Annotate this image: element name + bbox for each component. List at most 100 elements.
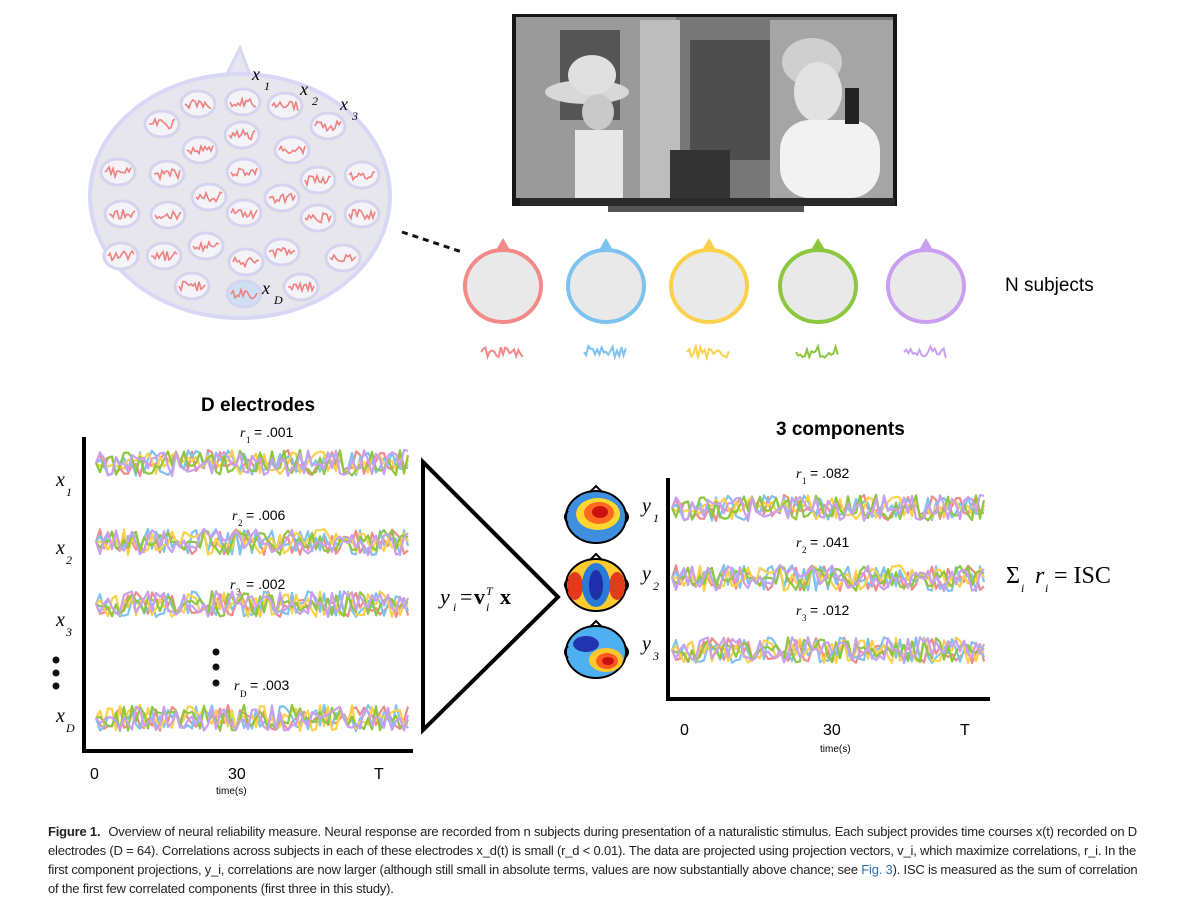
right-component-traces: [670, 493, 986, 664]
right-axis-ticks: 0 30 T time(s): [680, 722, 970, 755]
subject-head: [778, 238, 858, 361]
svg-text:= ISC: = ISC: [1054, 563, 1111, 589]
svg-text:T: T: [486, 584, 494, 598]
svg-text:r: r: [240, 426, 246, 441]
caption-figure-link[interactable]: Fig. 3: [861, 862, 893, 877]
electrode: [324, 243, 362, 273]
svg-text:= .001: = .001: [254, 424, 294, 440]
electrode: [102, 241, 140, 271]
caption-text: Overview of neural reliability measure. …: [48, 824, 1137, 877]
trace-row: [670, 493, 986, 523]
subject-trace: [95, 527, 410, 557]
caption-text-end: ). ISC is measured as the sum of correla…: [48, 862, 1138, 896]
svg-text:= .082: = .082: [810, 465, 850, 481]
subject-head: [886, 238, 966, 359]
svg-text:D: D: [65, 721, 75, 735]
electrode-label-xD: xD: [55, 705, 75, 735]
subject-trace: [94, 527, 409, 556]
subject-trace: [670, 494, 985, 522]
subject-trace: [671, 565, 985, 592]
svg-text:3: 3: [802, 613, 807, 623]
svg-text:x: x: [261, 278, 270, 298]
electrode: [179, 89, 217, 119]
subject-head: [566, 238, 646, 361]
electrode-label-x2: x2: [55, 537, 72, 567]
subject-signal: [903, 343, 947, 359]
electrode: [343, 199, 381, 229]
n-subjects-label: N subjects: [1005, 275, 1094, 296]
ellipsis-dots: [52, 648, 220, 690]
subject-trace: [95, 590, 409, 618]
electrode: [263, 237, 301, 267]
left-axis-ticks: 0 30 T time(s): [90, 766, 384, 797]
subject-signal: [795, 342, 839, 361]
electrode: [266, 91, 304, 121]
trace-row: [94, 703, 410, 733]
svg-text:1: 1: [653, 511, 659, 525]
electrode: [225, 198, 263, 228]
trace-row: [670, 563, 986, 593]
svg-text:y: y: [640, 563, 651, 585]
d-electrodes-title: D electrodes: [201, 395, 315, 416]
svg-text:y: y: [640, 495, 651, 517]
svg-text:y: y: [640, 633, 651, 655]
component-label-y2: y2: [640, 563, 659, 593]
right-time-label: time(s): [820, 744, 851, 755]
subject-trace: [95, 704, 410, 732]
subject-trace: [670, 494, 985, 523]
electrode: [181, 135, 219, 165]
svg-text:2: 2: [238, 518, 243, 528]
svg-text:Σ: Σ: [1006, 563, 1020, 589]
electrode: [343, 160, 381, 190]
svg-text:1: 1: [264, 79, 270, 93]
component-row-labels: y1 y2 y3: [640, 495, 659, 663]
svg-text:D: D: [240, 689, 247, 699]
svg-text:i: i: [453, 600, 456, 614]
svg-text:3: 3: [236, 587, 241, 597]
electrode: [103, 199, 141, 229]
head-label-x3: x3: [339, 94, 358, 123]
svg-text:2: 2: [312, 94, 318, 108]
left-electrode-traces: [94, 448, 410, 733]
svg-text:i: i: [1045, 581, 1048, 595]
subject-trace: [671, 563, 986, 593]
subject-trace: [95, 590, 410, 618]
electrode: [299, 203, 337, 233]
projection-formula: y i = v T i x: [438, 584, 511, 614]
left-tick-30: 30: [228, 766, 246, 783]
svg-text:2: 2: [653, 579, 659, 593]
electrode: [99, 157, 137, 187]
electrode: [143, 109, 181, 139]
svg-text:= .041: = .041: [810, 534, 850, 550]
electrode: [173, 271, 211, 301]
isc-formula: Σ i r i = ISC: [1006, 563, 1111, 595]
subject-trace: [671, 636, 986, 664]
svg-text:x: x: [55, 537, 65, 559]
subject-trace: [95, 590, 409, 618]
trace-row: [670, 636, 986, 664]
subject-heads: [463, 238, 966, 362]
right-axes: [666, 478, 990, 701]
svg-text:= .012: = .012: [810, 602, 850, 618]
right-tick-0: 0: [680, 722, 689, 739]
right-tick-T: T: [960, 722, 970, 739]
subject-trace: [671, 564, 986, 592]
electrode: [273, 135, 311, 165]
electrode: [227, 247, 265, 277]
svg-text:=: =: [460, 584, 472, 609]
svg-text:i: i: [486, 600, 489, 614]
left-tick-0: 0: [90, 766, 99, 783]
subject-trace: [95, 528, 410, 556]
svg-text:x: x: [55, 469, 65, 491]
subject-trace: [94, 703, 409, 733]
svg-text:= .006: = .006: [246, 507, 286, 523]
subject-trace: [94, 590, 410, 618]
left-axes: [82, 437, 413, 753]
subject-trace: [671, 636, 985, 664]
